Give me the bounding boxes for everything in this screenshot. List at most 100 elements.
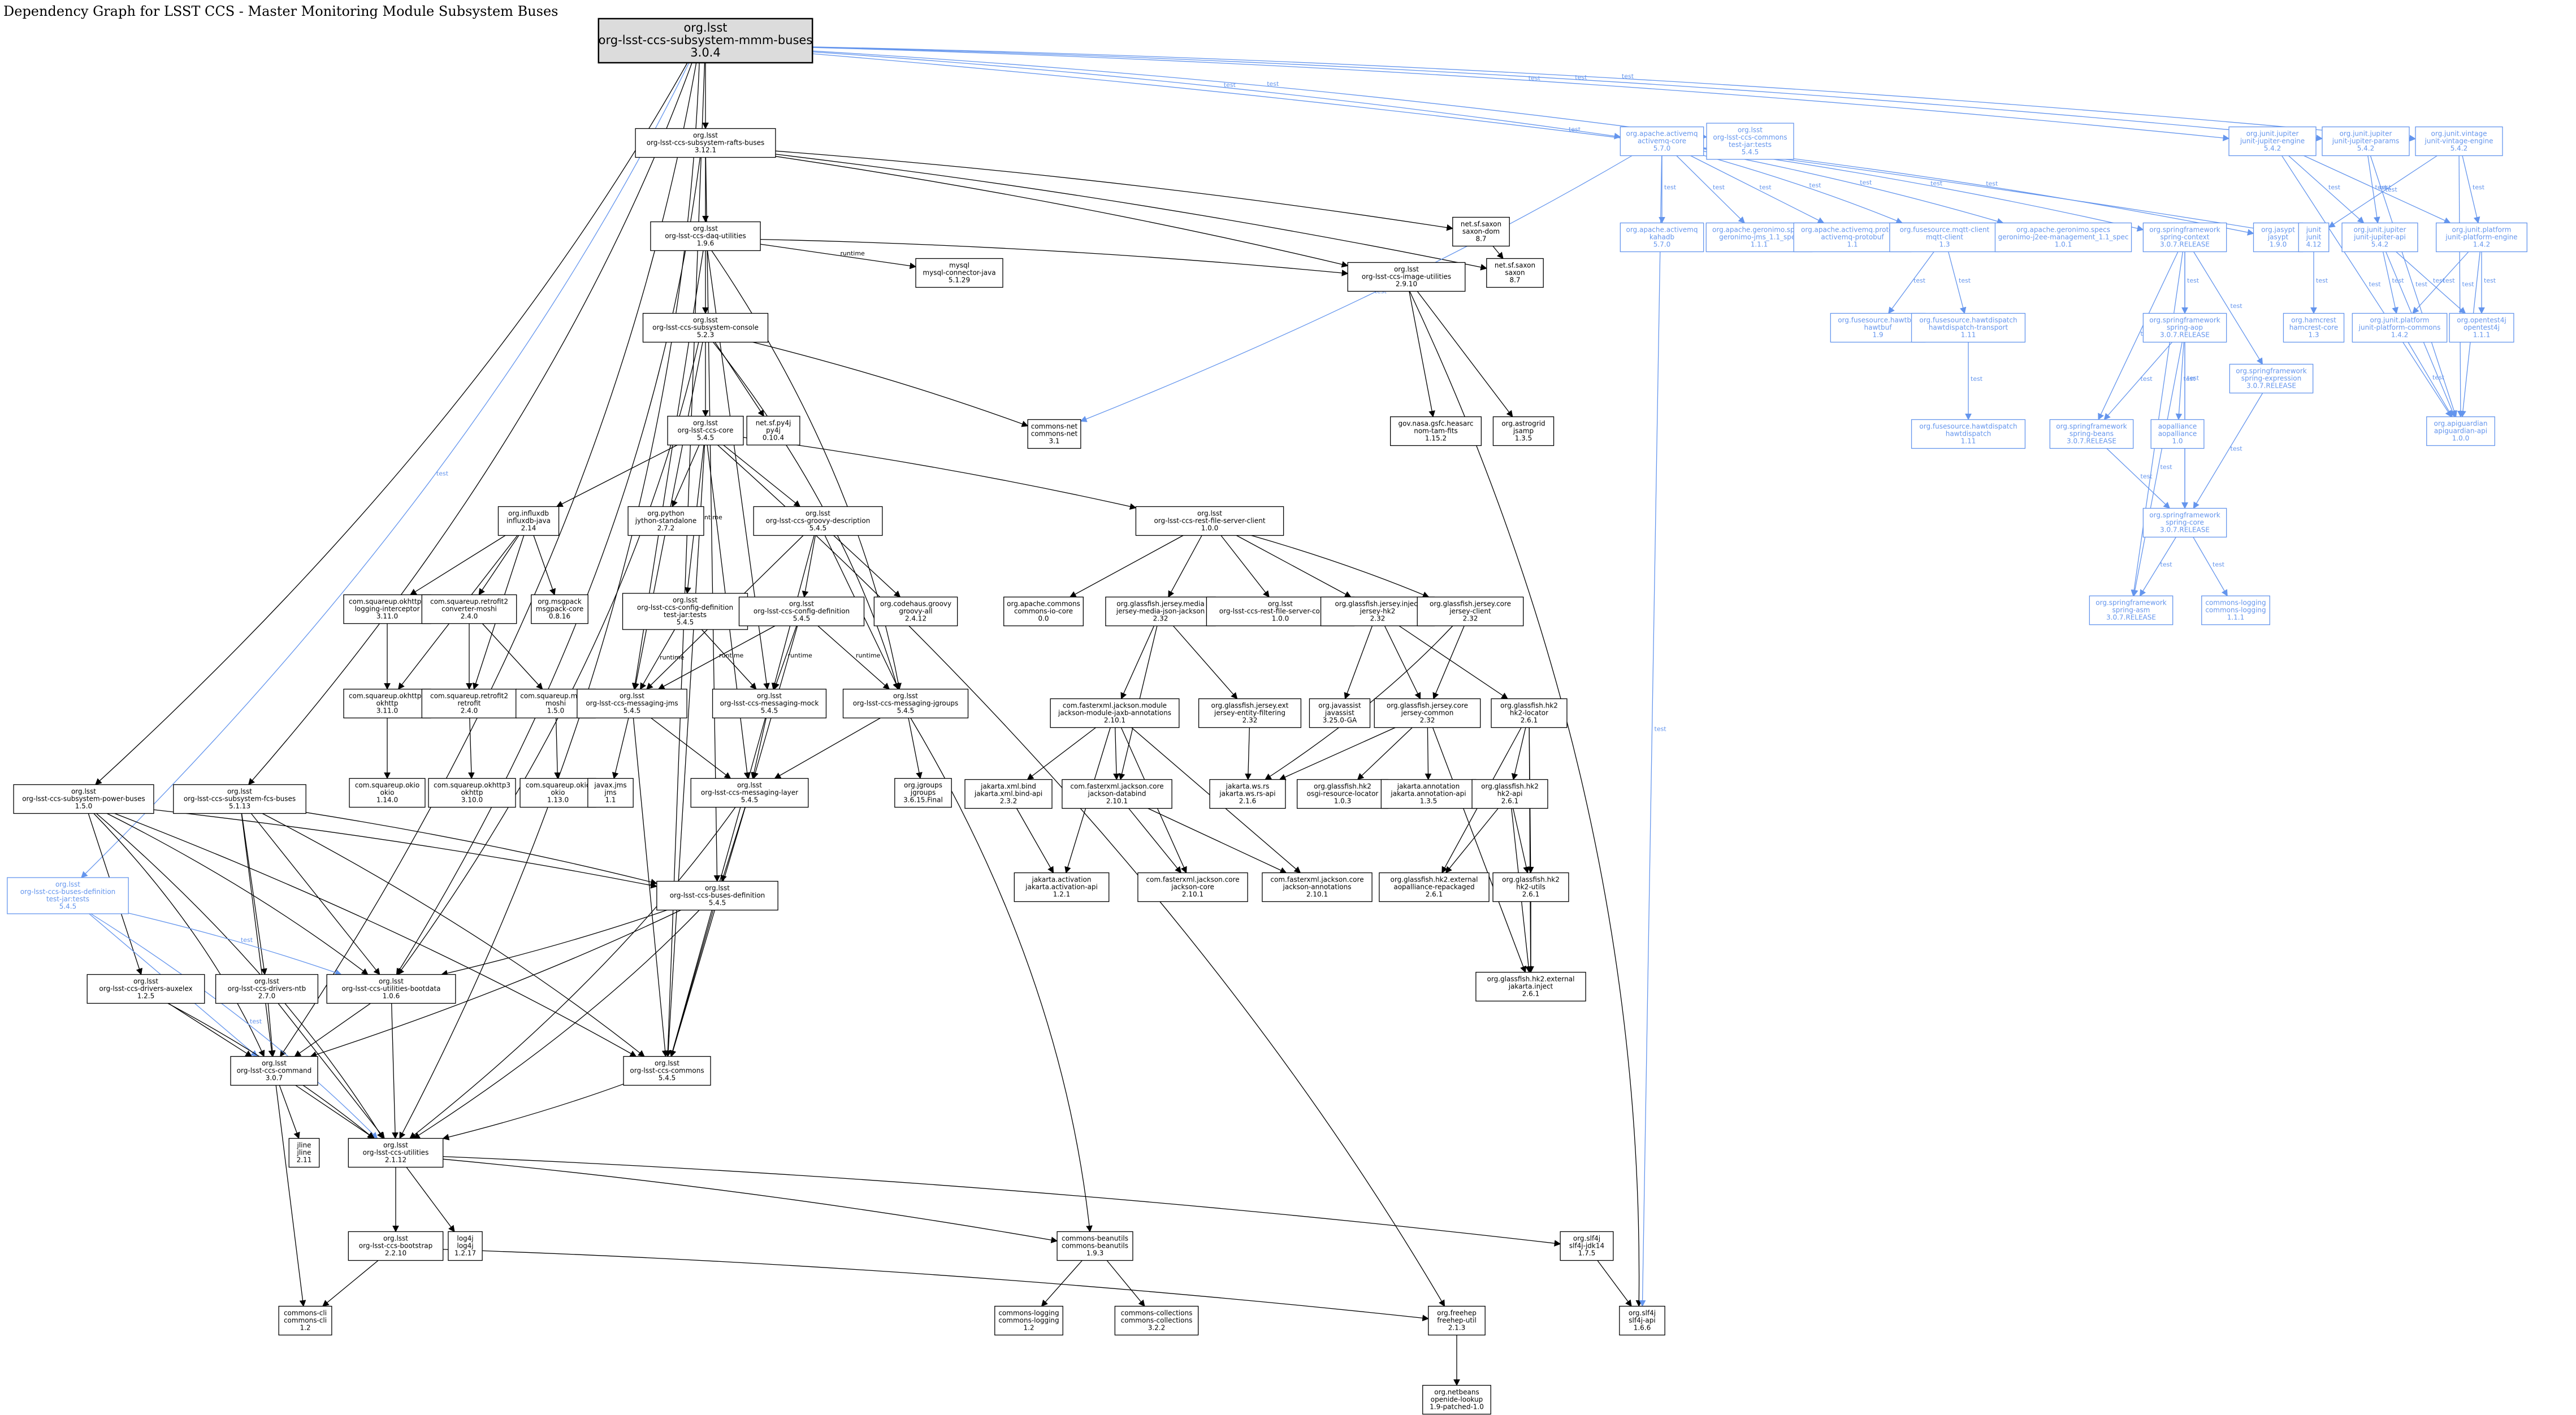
node-label: org.msgpack [538, 598, 582, 606]
node-box [2049, 419, 2134, 449]
edge-label: test [1930, 180, 1943, 187]
node-label: org.astrogrid [1501, 420, 1545, 428]
node-label: 5.4.5 [709, 899, 726, 907]
node-box [1994, 222, 2132, 253]
edge-activemqcore-jasypt [1703, 147, 2254, 236]
node-configtest: org.lsstorg-lsst-ccs-config-definitionte… [622, 593, 748, 630]
node-label: org.lsst [1738, 126, 1763, 134]
edge-label: test [1267, 80, 1279, 88]
node-vintage: org.junit.vintagejunit-vintage-engine5.4… [2415, 126, 2503, 157]
node-label: 1.14.0 [376, 796, 398, 804]
edge-power-bootdata [107, 813, 369, 975]
node-box [690, 778, 809, 808]
edge-core-commons [665, 445, 705, 1057]
node-label: commons-logging [998, 1317, 1059, 1325]
node-label: 0.10.4 [763, 434, 784, 442]
node-box [1027, 419, 1081, 449]
edge-junitjup-platformengine [2304, 155, 2451, 224]
edge-jgroups-beanutils [910, 718, 1093, 1232]
node-label: org.codehaus.groovy [880, 600, 951, 608]
node-label: 1.4.2 [2391, 331, 2409, 339]
node-box [2426, 416, 2495, 446]
edge-rafts-saxonb [775, 150, 1453, 231]
edge-label: test [1809, 182, 1822, 189]
node-label: 2.32 [1463, 615, 1478, 623]
node-label: 5.4.5 [897, 707, 915, 715]
edge-label: test [2141, 375, 2153, 383]
node-label: org.junit.jupiter [2354, 226, 2406, 234]
edge-drivers-command [168, 1002, 253, 1057]
node-springcore: org.springframeworkspring-core3.0.7.RELE… [2142, 507, 2227, 538]
edge-activemqcore-protobuf [1690, 155, 1825, 224]
edge-vintage-junit4 [2328, 155, 2438, 228]
node-label: 8.7 [1475, 235, 1486, 243]
node-label: org.apache.activemq.protobuf [1801, 226, 1904, 234]
edge-jerseyhk2-javassist [1344, 626, 1373, 700]
edge-jgroups-jgroupsjar [908, 718, 923, 779]
node-label: 4.12 [2306, 241, 2322, 249]
edge-jerseyhk2-jerseycommon [1384, 626, 1421, 700]
node-label: 1.13.0 [547, 796, 569, 804]
node-label: org-lsst-ccs-subsystem-fcs-buses [184, 795, 296, 803]
node-label: junit [2306, 233, 2322, 241]
node-label: 2.3.2 [1000, 797, 1018, 805]
node-label: 2.10.1 [1306, 891, 1328, 899]
edge-activemqcore-slf4japi [1639, 155, 1663, 1307]
node-label: com.fasterxml.jackson.module [1063, 702, 1167, 710]
node-label: 5.7.0 [1653, 241, 1671, 249]
node-label: kahadb [1649, 233, 1674, 241]
edge-ntb-utilities [278, 1003, 385, 1139]
edge-springaop-springbeans [2103, 342, 2173, 420]
edge-fcs-bootdata [250, 813, 380, 975]
node-label: org.influxdb [508, 510, 549, 518]
node-label: saxon [1505, 269, 1525, 277]
node-label: org-lsst-ccs-utilities-bootdata [341, 985, 440, 993]
edge-influx-msgpack [533, 535, 556, 596]
node-label: 5.4.5 [741, 796, 759, 804]
node-jerseyhk2: org.glassfish.jersey.injectjersey-hk22.3… [1320, 596, 1435, 627]
node-label: org-lsst-ccs-command [237, 1067, 312, 1075]
edge-daq-imageutil [760, 238, 1349, 276]
node-label: org.lsst [383, 1141, 408, 1149]
node-label: 5.4.5 [659, 1074, 676, 1082]
node-label: 3.0.7.RELEASE [2067, 437, 2116, 445]
node-label: converter-moshi [441, 605, 497, 613]
node-label: 1.0 [2172, 437, 2183, 445]
node-box [86, 974, 205, 1004]
node-box [1911, 312, 2026, 343]
node-label: org.lsst [383, 1235, 408, 1243]
edge-label: test [2379, 184, 2392, 191]
node-box [519, 778, 596, 808]
node-label: 2.32 [1370, 615, 1386, 623]
edge-jupiterapi-platformcommons [2382, 251, 2399, 314]
edge-console-commonsnet [752, 341, 1029, 427]
node-box [2150, 419, 2205, 449]
edge-label: test [1655, 726, 1667, 733]
node-box [623, 1056, 711, 1086]
node-springaop: org.springframeworkspring-aop3.0.7.RELEA… [2142, 312, 2227, 343]
edge-jaxrsmod-jaxbapi [1027, 727, 1096, 780]
node-label: org.netbeans [1434, 1388, 1479, 1396]
edge-vintage-platformengine [2462, 155, 2480, 224]
node-label: org-lsst-ccs-messaging-jms [586, 700, 678, 708]
node-box [2298, 222, 2330, 253]
node-box [622, 593, 748, 630]
node-label: org-lsst-ccs-rest-file-server-common [1219, 607, 1341, 615]
node-box [288, 1138, 320, 1168]
node-label: jakarta.xml.bind-api [974, 790, 1042, 798]
node-label: org.lsst [705, 884, 730, 892]
node-label: 3.0.7 [266, 1074, 283, 1082]
node-label: 3.0.7.RELEASE [2106, 614, 2156, 622]
node-label: 5.4.5 [793, 615, 811, 623]
node-label: org.glassfish.jersey.ext [1211, 702, 1288, 710]
